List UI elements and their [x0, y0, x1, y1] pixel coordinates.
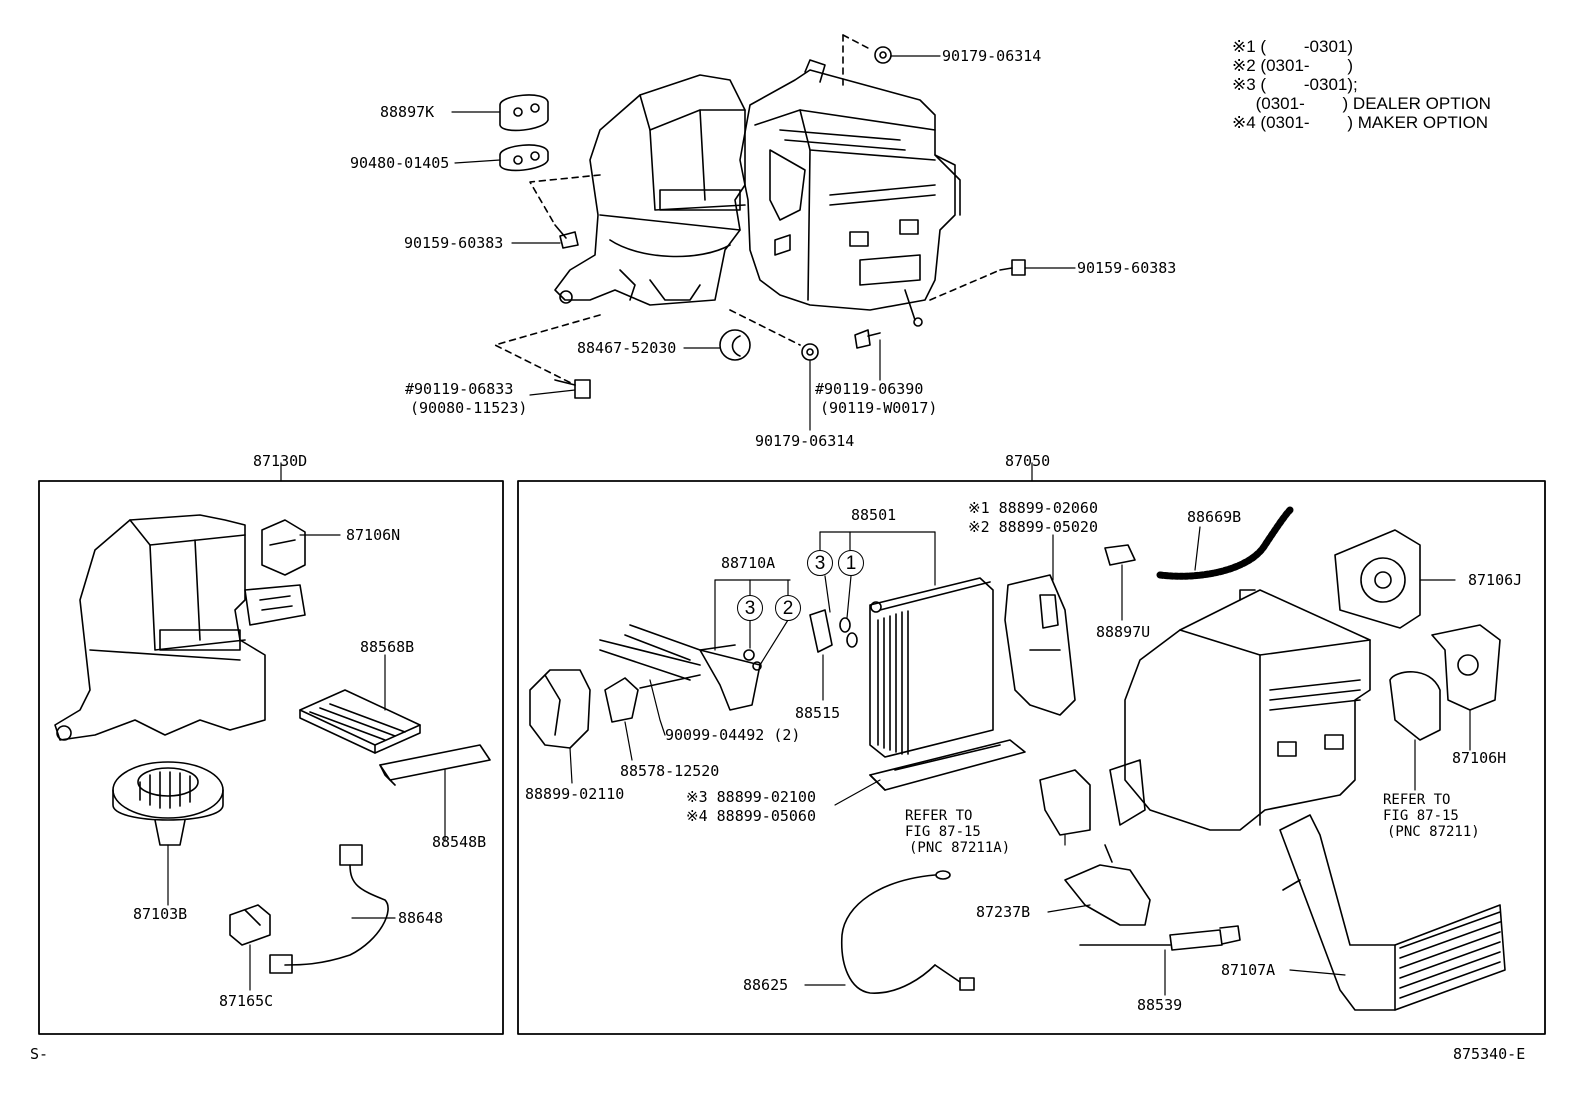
part-number-label[interactable]: (90080-11523): [410, 399, 528, 417]
top-hvac-assembly: [554, 59, 961, 327]
part-number-label[interactable]: 88568B: [360, 638, 415, 656]
part-number-label[interactable]: 88710A: [721, 554, 776, 572]
circled-number: 1: [838, 550, 864, 576]
refer-note-line: (PNC 87211A): [909, 840, 1011, 856]
right-box-leaders: [569, 526, 1471, 996]
part-number-label[interactable]: 88648: [398, 909, 444, 927]
part-number-label[interactable]: 88501: [851, 506, 897, 524]
part-number-label[interactable]: 90179-06314: [942, 47, 1042, 65]
part-number-label[interactable]: 88548B: [432, 833, 487, 851]
part-number-label[interactable]: 87237B: [976, 903, 1031, 921]
top-fasteners: [499, 46, 1026, 399]
part-number-label[interactable]: #90119-06390: [815, 380, 924, 398]
part-number-label[interactable]: 87106N: [346, 526, 401, 544]
refer-note-line: REFER TO: [905, 808, 973, 824]
part-number-label[interactable]: 88899-02110: [525, 785, 625, 803]
part-number-label[interactable]: ※1 88899-02060: [968, 499, 1098, 517]
note-1: ※1 ( -0301): [1232, 37, 1354, 56]
part-number-label[interactable]: 90159-60383: [1077, 259, 1177, 277]
part-number-label[interactable]: ※2 88899-05020: [968, 518, 1098, 536]
part-number-label[interactable]: 88467-52030: [577, 339, 677, 357]
top-leader-lines: [451, 55, 1076, 431]
refer-note-line: FIG 87-15: [1383, 808, 1459, 824]
note-4: ※4 (0301- ) MAKER OPTION: [1232, 113, 1489, 132]
part-number-label[interactable]: 88515: [795, 704, 841, 722]
refer-note-line: (PNC 87211): [1387, 824, 1480, 840]
part-number-label[interactable]: 88897K: [380, 103, 435, 121]
note-2: ※2 (0301- ): [1232, 56, 1354, 75]
note-3b: (0301- ) DEALER OPTION: [1232, 94, 1491, 113]
circled-number: 3: [807, 550, 833, 576]
left-box-title[interactable]: 87130D: [253, 452, 308, 470]
part-number-label[interactable]: (90119-W0017): [820, 399, 938, 417]
part-number-label[interactable]: #90119-06833: [405, 380, 514, 398]
illustration-number: 875340-E: [1453, 1045, 1526, 1063]
part-number-label[interactable]: ※4 88899-05060: [686, 807, 816, 825]
part-number-label[interactable]: 88669B: [1187, 508, 1242, 526]
note-3a: ※3 ( -0301);: [1232, 75, 1358, 94]
refer-note-line: FIG 87-15: [905, 824, 981, 840]
part-number-label[interactable]: 88897U: [1096, 623, 1151, 641]
part-number-label[interactable]: 90179-06314: [755, 432, 855, 450]
left-box-leaders: [167, 534, 446, 991]
right-box-title[interactable]: 87050: [1005, 452, 1051, 470]
left-box-parts: [54, 514, 491, 974]
part-number-label[interactable]: 87106J: [1468, 571, 1523, 589]
right-box-parts: [529, 506, 1506, 1011]
left-box-frame: [38, 480, 504, 1035]
part-number-label[interactable]: 88539: [1137, 996, 1183, 1014]
refer-note-line: REFER TO: [1383, 792, 1451, 808]
part-number-label[interactable]: 90099-04492 (2): [665, 726, 801, 744]
part-number-label[interactable]: 90159-60383: [404, 234, 504, 252]
part-number-label[interactable]: ※3 88899-02100: [686, 788, 816, 806]
part-number-label[interactable]: 87107A: [1221, 961, 1276, 979]
part-number-label[interactable]: 87106H: [1452, 749, 1507, 767]
top-guide-lines: [494, 34, 1001, 386]
part-number-label[interactable]: 88578-12520: [620, 762, 720, 780]
part-number-label[interactable]: 90480-01405: [350, 154, 450, 172]
right-box-frame: [517, 480, 1546, 1035]
circled-number: 3: [737, 595, 763, 621]
part-number-label[interactable]: 88625: [743, 976, 789, 994]
part-number-label[interactable]: 87103B: [133, 905, 188, 923]
circled-number: 2: [775, 595, 801, 621]
part-number-label[interactable]: 87165C: [219, 992, 274, 1010]
footer-left-code: S-: [30, 1045, 49, 1063]
